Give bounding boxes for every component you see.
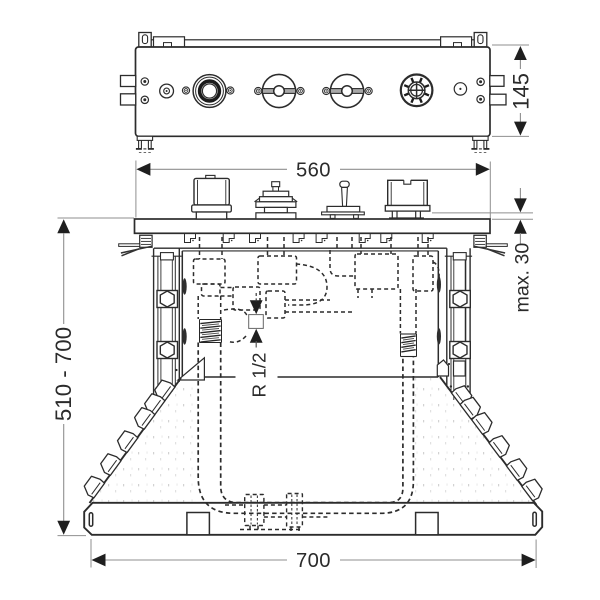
svg-text:R 1/2: R 1/2 bbox=[248, 353, 269, 398]
svg-text:145: 145 bbox=[509, 73, 534, 110]
svg-text:560: 560 bbox=[296, 159, 331, 181]
svg-text:510 - 700: 510 - 700 bbox=[51, 327, 76, 421]
svg-text:700: 700 bbox=[296, 550, 331, 572]
svg-text:max. 30: max. 30 bbox=[511, 243, 533, 313]
